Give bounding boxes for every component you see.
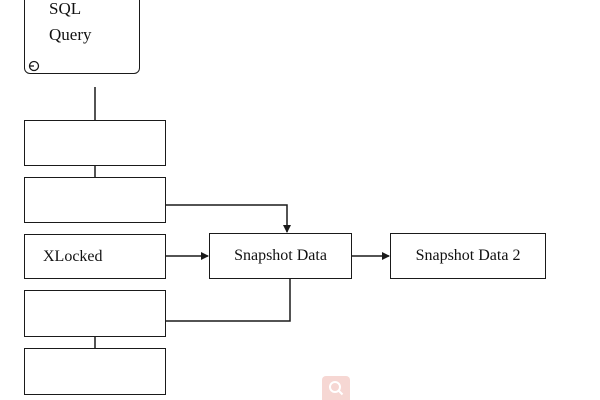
sql-note-line-2: Query bbox=[49, 25, 92, 44]
watermark bbox=[322, 376, 350, 400]
xlocked-label: XLocked bbox=[43, 247, 103, 265]
search-icon bbox=[329, 381, 344, 396]
snapshot-data-box: Snapshot Data bbox=[209, 233, 352, 279]
sql-query-note: SQL Query bbox=[24, 0, 140, 74]
xlocked-row-box: XLocked bbox=[24, 234, 166, 279]
snapshot-to-row-arrow bbox=[91, 279, 291, 374]
sql-note-line-1: SQL bbox=[49, 0, 82, 18]
row-box-5 bbox=[24, 348, 166, 395]
row-box-4 bbox=[24, 290, 166, 337]
snapshot-data-2-box: Snapshot Data 2 bbox=[390, 233, 546, 279]
snapshot-data-label: Snapshot Data bbox=[234, 247, 327, 264]
snapshot-data-2-label: Snapshot Data 2 bbox=[415, 247, 521, 264]
row-box-1 bbox=[24, 120, 166, 166]
page-curl-icon bbox=[28, 60, 40, 72]
row-box-2 bbox=[24, 177, 166, 223]
